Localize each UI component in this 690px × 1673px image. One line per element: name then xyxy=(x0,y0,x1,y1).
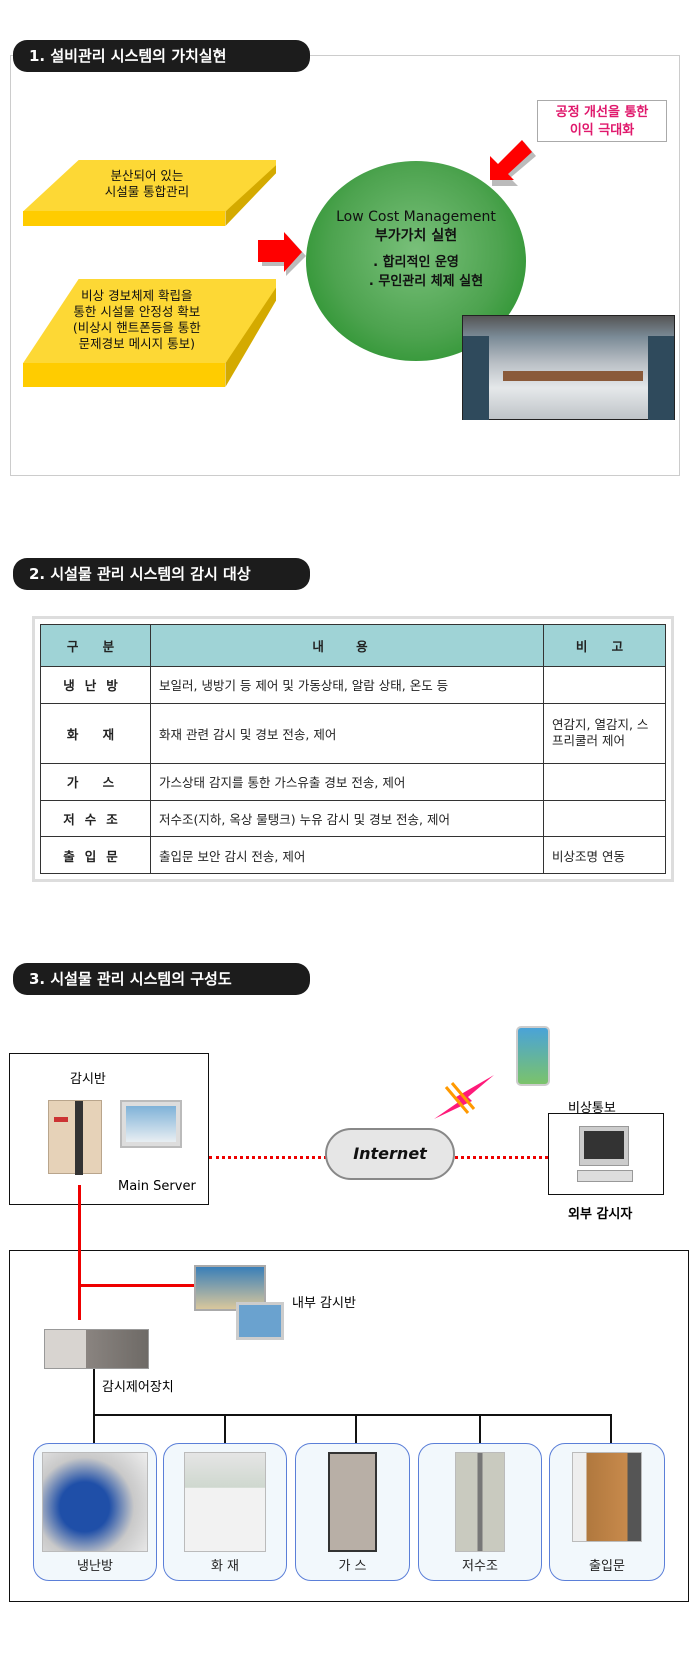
controller-label: 감시제어장치 xyxy=(102,1380,174,1395)
callout-line: 이익 극대화 xyxy=(569,123,635,138)
block-text: 문제경보 메시지 통보) xyxy=(78,335,195,351)
controller-icon xyxy=(44,1329,149,1369)
bus-drop xyxy=(355,1414,357,1444)
internet-cloud-icon: Internet xyxy=(325,1128,455,1180)
section3-title: 3. 시설물 관리 시스템의 구성도 xyxy=(13,963,310,995)
device-label: 가 스 xyxy=(338,1559,367,1574)
circle-bullet: . 무인관리 체제 실현 xyxy=(368,274,484,289)
smartphone-icon xyxy=(516,1026,550,1086)
row-note xyxy=(543,799,666,838)
internet-link-left xyxy=(209,1156,327,1159)
header-content: 내 용 xyxy=(150,624,544,667)
internal-monitor-icon xyxy=(194,1265,266,1311)
server-tower-icon xyxy=(48,1100,102,1175)
callout-box: 공정 개선을 통한 이익 극대화 xyxy=(537,100,667,142)
callout-line: 공정 개선을 통한 xyxy=(555,105,649,120)
row-category: 출입문 xyxy=(40,836,151,874)
row-category: 가 스 xyxy=(40,763,151,801)
section2-title: 2. 시설물 관리 시스템의 감시 대상 xyxy=(13,558,310,590)
bus-drop xyxy=(610,1414,612,1444)
block-text: 통한 시설물 안정성 확보 xyxy=(73,303,201,319)
device-card-fire: 화 재 xyxy=(163,1443,287,1581)
row-note xyxy=(543,763,666,801)
internal-monitor-label: 내부 감시반 xyxy=(292,1296,356,1311)
workstation-icon xyxy=(120,1100,182,1148)
header-category: 구 분 xyxy=(40,624,151,667)
device-label: 출입문 xyxy=(589,1559,625,1574)
device-card-gas: 가 스 xyxy=(295,1443,410,1581)
row-content: 보일러, 냉방기 등 제어 및 가동상태, 알람 상태, 온도 등 xyxy=(150,666,544,704)
monitor-panel-box: 감시반 Main Server xyxy=(9,1053,209,1205)
section1-title: 1. 설비관리 시스템의 가치실현 xyxy=(13,40,310,72)
entrance-door-icon xyxy=(572,1452,642,1542)
block-emergency-alert: 비상 경보체제 확립을 통한 시설물 안정성 확보 (비상시 핸트폰등을 통한 … xyxy=(23,279,276,387)
boiler-icon xyxy=(42,1452,148,1552)
section1-frame xyxy=(10,55,680,476)
bus-drop xyxy=(479,1414,481,1444)
block-text: 분산되어 있는 xyxy=(110,167,184,183)
row-category: 저수조 xyxy=(40,799,151,838)
arrow-right-icon xyxy=(258,232,306,276)
row-content: 가스상태 감지를 통한 가스유출 경보 전송, 제어 xyxy=(150,763,544,801)
block-text: 시설물 통합관리 xyxy=(104,183,190,199)
bus-drop xyxy=(224,1414,226,1444)
level-sensor-icon xyxy=(455,1452,505,1552)
device-card-door: 출입문 xyxy=(549,1443,665,1581)
control-room-photo xyxy=(462,315,675,420)
device-card-hvac: 냉난방 xyxy=(33,1443,157,1581)
device-label: 냉난방 xyxy=(77,1559,113,1574)
device-card-tank: 저수조 xyxy=(418,1443,542,1581)
door-icon xyxy=(328,1452,377,1552)
row-content: 화재 관련 감시 및 경보 전송, 제어 xyxy=(150,702,544,765)
row-content: 출입문 보안 감시 전송, 제어 xyxy=(150,836,544,874)
device-label: 화 재 xyxy=(210,1559,240,1574)
main-server-label: Main Server xyxy=(118,1179,196,1194)
internal-monitor-icon xyxy=(236,1302,284,1340)
row-content: 저수조(지하, 옥상 물탱크) 누유 감시 및 경보 전송, 제어 xyxy=(150,799,544,838)
block-text: 비상 경보체제 확립을 xyxy=(81,287,193,303)
row-category: 화 재 xyxy=(40,702,151,765)
circle-bullet: . 합리적인 운영 xyxy=(373,255,459,270)
desktop-computer-icon xyxy=(579,1126,629,1166)
external-monitor-box xyxy=(548,1113,664,1195)
emergency-notice-label: 비상통보 xyxy=(568,1101,616,1116)
device-bus xyxy=(93,1414,612,1416)
arrow-diagonal-icon xyxy=(490,140,536,186)
fire-panel-icon xyxy=(184,1452,266,1552)
row-note xyxy=(543,666,666,704)
internal-panel-link xyxy=(78,1284,194,1287)
monitor-panel-label: 감시반 xyxy=(70,1072,106,1087)
row-note: 연감지, 열감지, 스프리쿨러 제어 xyxy=(543,702,666,765)
row-category: 냉난방 xyxy=(40,666,151,704)
wireless-signal-icon xyxy=(434,1075,494,1119)
circle-subtitle: 부가가치 실현 xyxy=(374,228,458,244)
circle-title: Low Cost Management xyxy=(336,209,496,225)
row-note: 비상조명 연동 xyxy=(543,836,666,874)
controller-link xyxy=(93,1369,95,1445)
external-monitor-label: 외부 감시자 xyxy=(568,1207,633,1222)
header-note: 비 고 xyxy=(543,624,666,667)
internet-link-right xyxy=(455,1156,548,1159)
value-circle: Low Cost Management 부가가치 실현 . 합리적인 운영 . … xyxy=(306,161,526,361)
block-text: (비상시 핸트폰등을 통한 xyxy=(72,319,201,335)
server-link-vertical xyxy=(78,1185,81,1320)
device-label: 저수조 xyxy=(462,1559,498,1574)
